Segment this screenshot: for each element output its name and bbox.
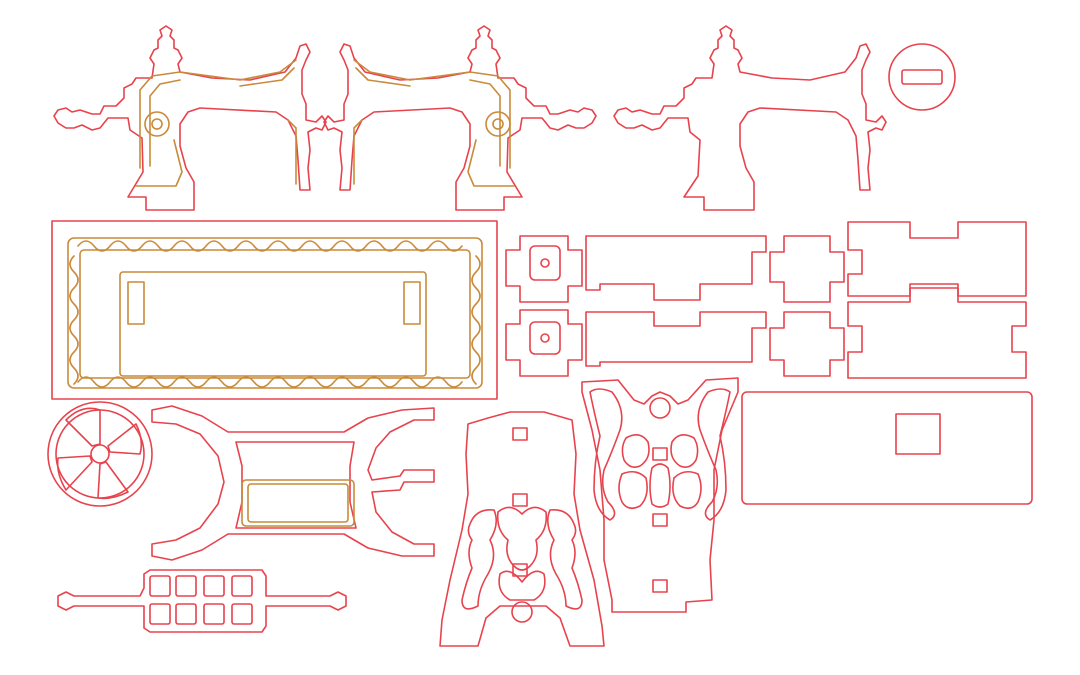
sewing-machine-center: [613, 25, 887, 211]
scroll-border: [69, 240, 481, 388]
tabbed-rail-2: [585, 311, 767, 367]
small-box-panel-bottom: [505, 309, 583, 377]
small-box-panel-top: [505, 235, 583, 303]
drawer-front-panel: [741, 391, 1033, 505]
treadle-bar: [57, 569, 347, 633]
cross-joint-1: [769, 235, 845, 303]
tabbed-rail-1: [585, 235, 767, 301]
sewing-machine-side-right: [323, 25, 597, 211]
round-knob: [888, 43, 956, 111]
ornate-leg-front: [439, 411, 605, 647]
long-tabbed-panel-top: [847, 221, 1027, 297]
table-base-frame: [151, 405, 435, 561]
cross-joint-2: [769, 311, 845, 377]
flywheel: [47, 401, 153, 507]
long-tabbed-panel-bottom: [847, 287, 1027, 379]
sewing-machine-side-left: [53, 25, 327, 211]
ornate-leg-back: [581, 377, 739, 613]
decorated-top-panel: [51, 220, 498, 400]
